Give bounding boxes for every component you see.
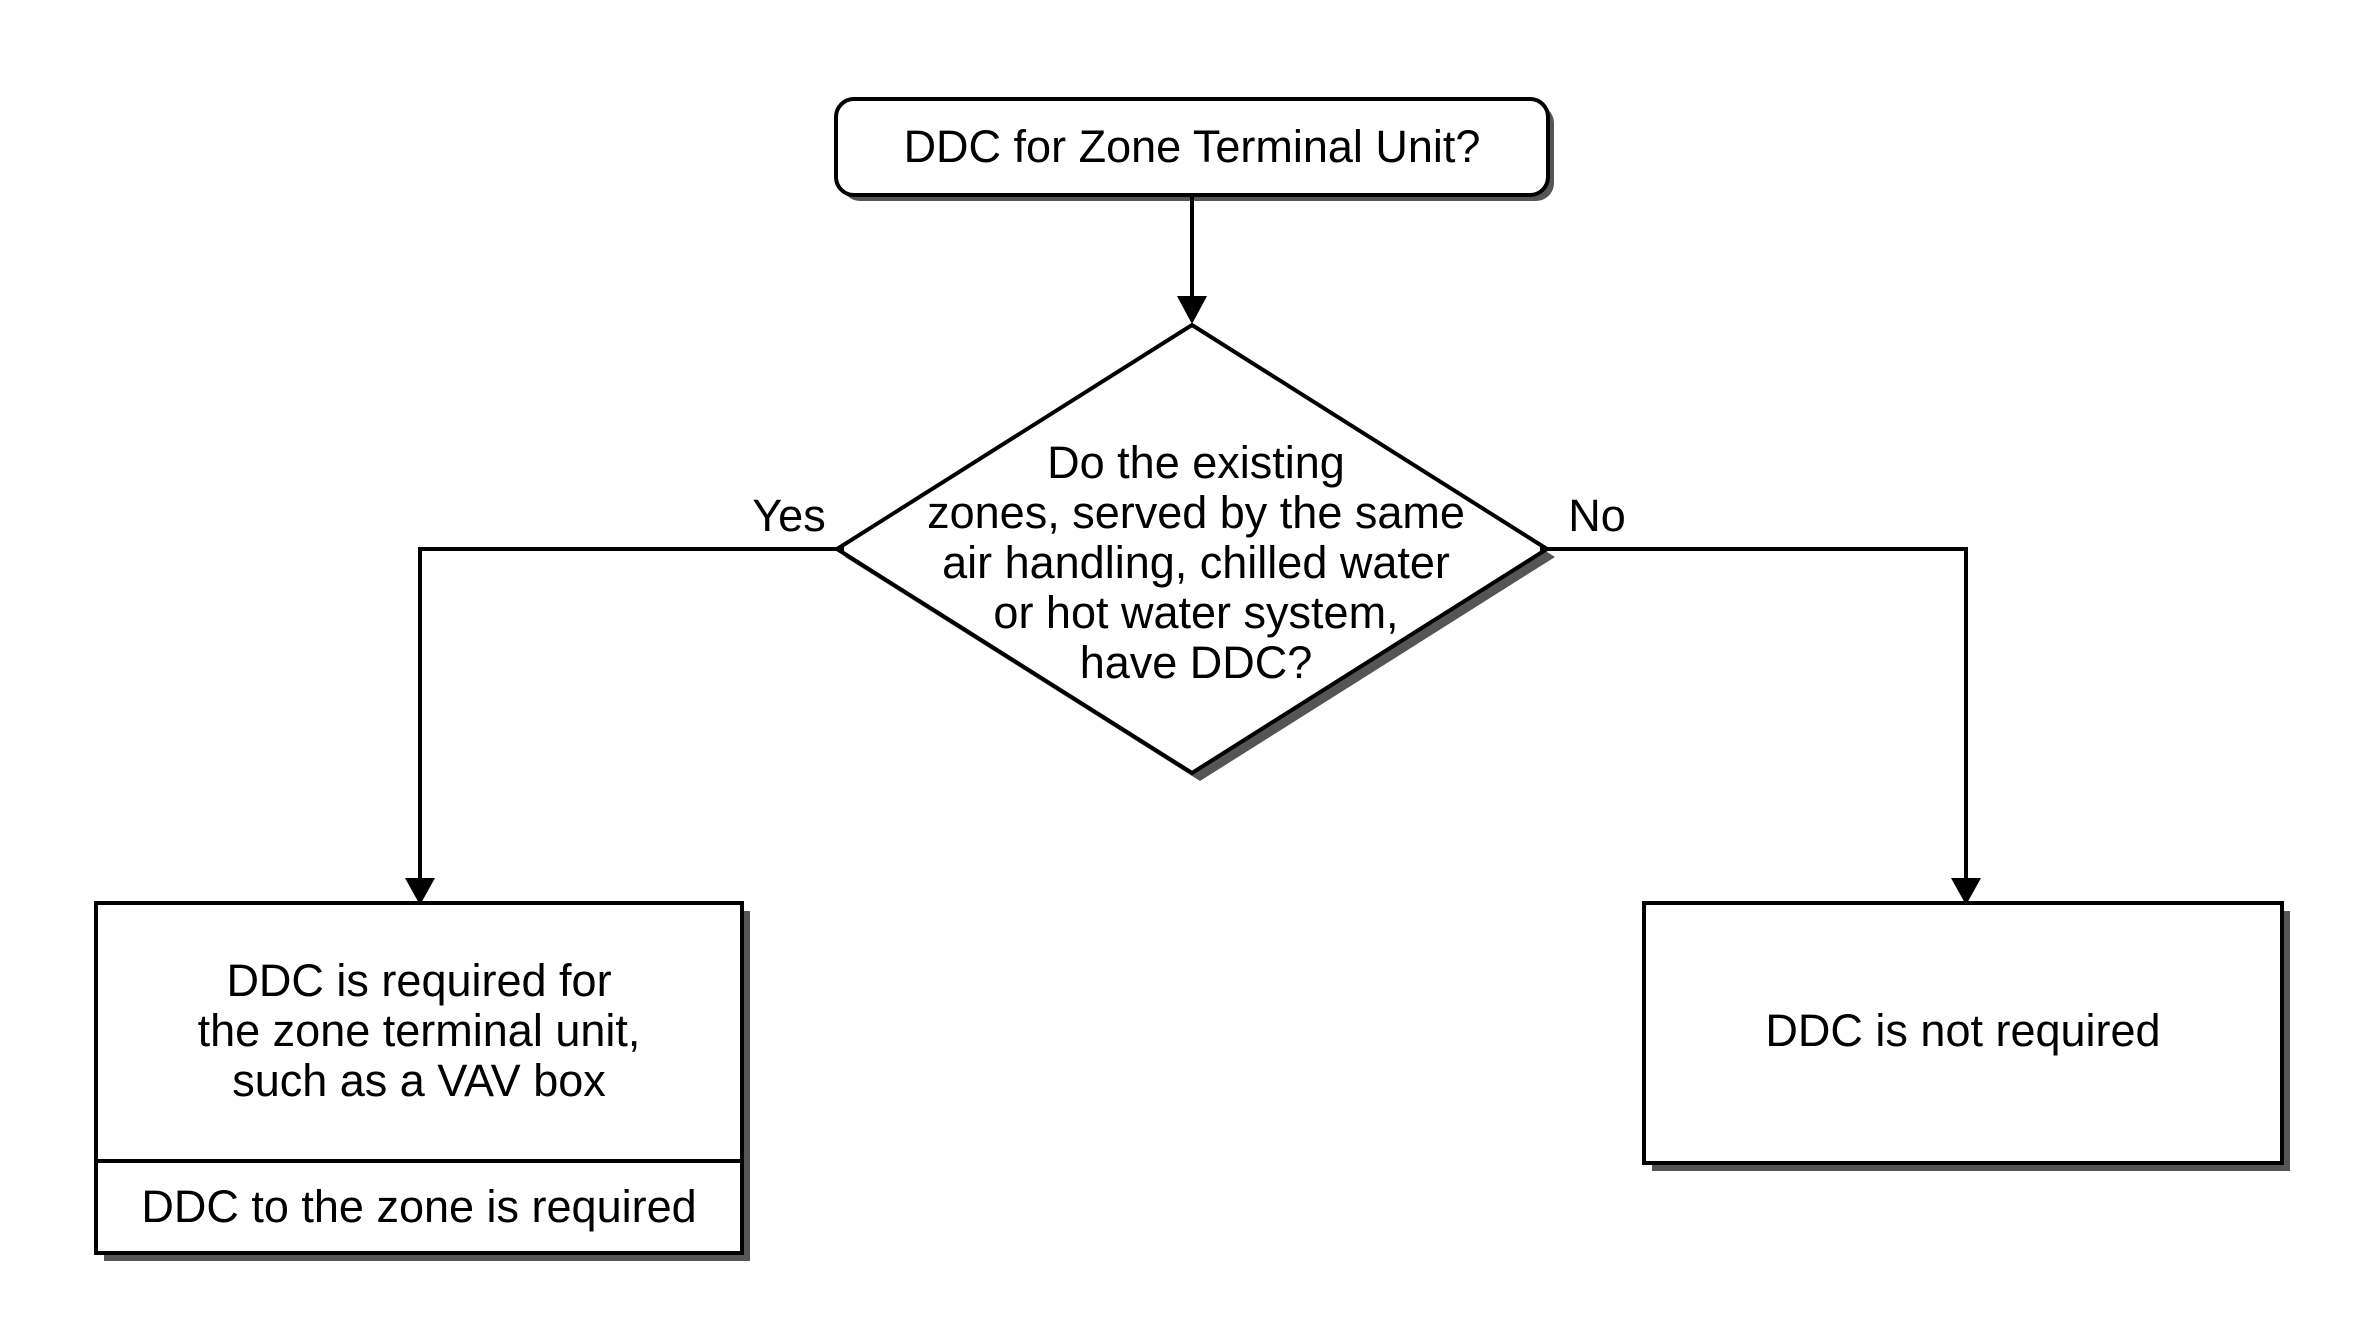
start-node-label: DDC for Zone Terminal Unit? [904, 121, 1481, 172]
no-result-node: DDC is not required [1642, 901, 2290, 1171]
connector-no-branch: No [1540, 490, 1981, 905]
no-result-box [1642, 901, 2284, 1165]
no-result-label: DDC is not required [1765, 1005, 2160, 1056]
start-node: DDC for Zone Terminal Unit? [834, 97, 1554, 201]
arrowhead-icon [1951, 878, 1981, 905]
no-label: No [1568, 490, 1626, 541]
decision-node: Do the existing zones, served by the sam… [833, 322, 1555, 781]
arrowhead-icon [1177, 296, 1207, 324]
yes-result-box [94, 901, 744, 1255]
connector-line [418, 547, 844, 880]
yes-result-footer: DDC to the zone is required [141, 1181, 696, 1232]
connector-start-to-decision [1177, 195, 1207, 324]
connector-yes-branch: Yes [405, 490, 844, 905]
decision-line-5: have DDC? [1080, 637, 1313, 688]
yes-result-line-3: such as a VAV box [232, 1055, 606, 1106]
arrowhead-icon [405, 878, 435, 905]
decision-line-1: Do the existing [1047, 437, 1345, 488]
yes-result-node: DDC is required for the zone terminal un… [94, 901, 750, 1261]
decision-line-2: zones, served by the same [927, 487, 1465, 538]
decision-line-4: or hot water system, [993, 587, 1398, 638]
yes-result-line-2: the zone terminal unit, [198, 1005, 641, 1056]
decision-node-diamond [833, 322, 1551, 776]
yes-result-line-1: DDC is required for [226, 955, 611, 1006]
yes-label: Yes [752, 490, 825, 541]
connector-line [1540, 547, 1968, 880]
decision-line-3: air handling, chilled water [942, 537, 1450, 588]
